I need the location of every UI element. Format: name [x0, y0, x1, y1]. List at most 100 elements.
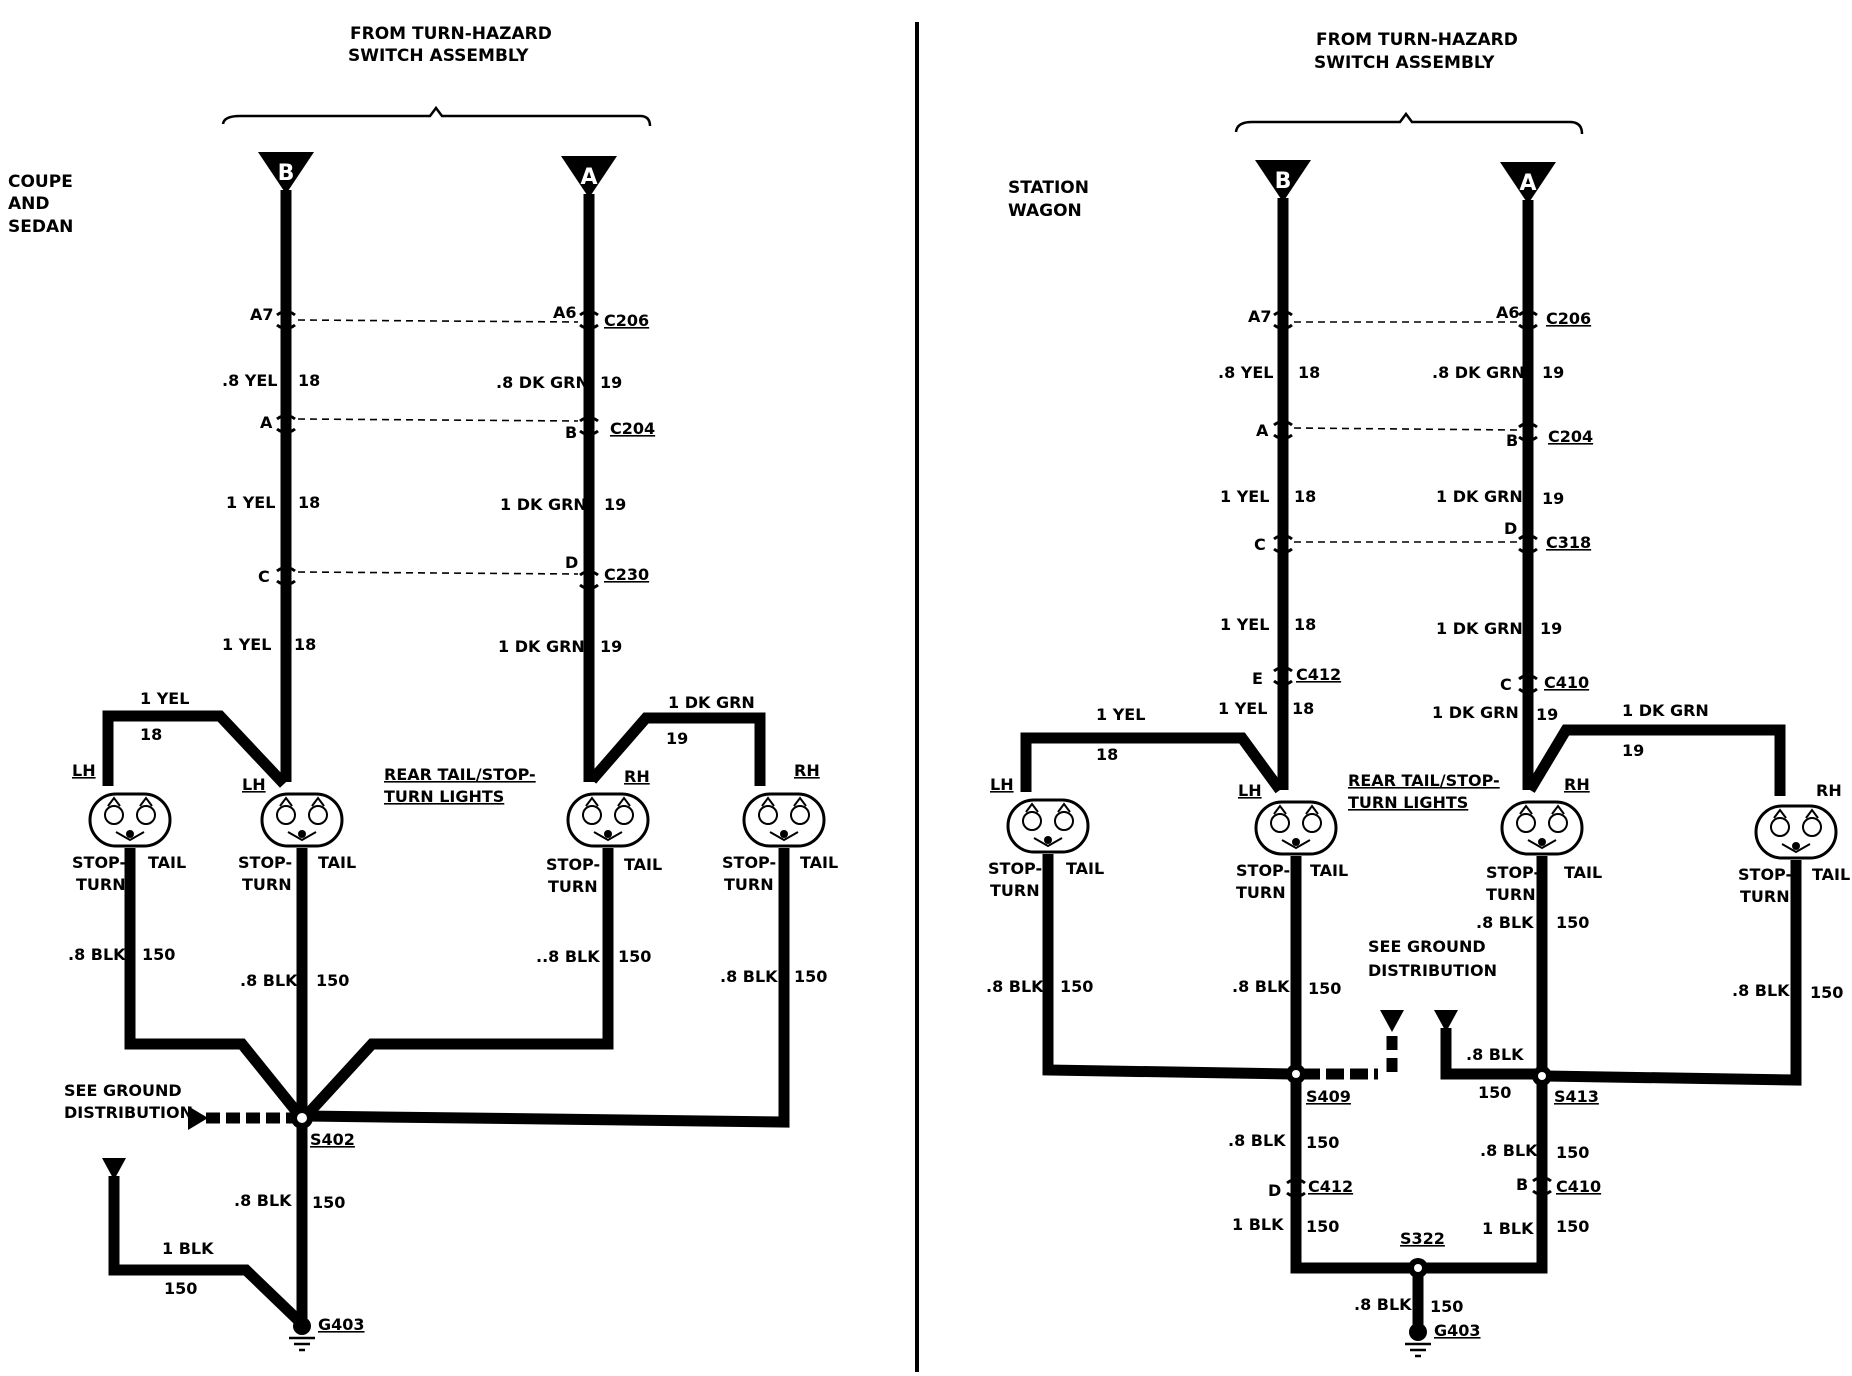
wire-label: 1 DK GRN	[1436, 487, 1523, 506]
terminal-b	[258, 152, 314, 194]
lamps-label-line1: REAR TAIL/STOP-	[1348, 771, 1500, 790]
lamp-pin-label: STOP-	[722, 853, 776, 872]
pin-d: D	[565, 553, 578, 572]
ground-wire-1	[124, 848, 305, 1120]
wire-number: 150	[164, 1279, 197, 1298]
ground-arrow-left	[1380, 1010, 1404, 1032]
lamps-label-line2: TURN LIGHTS	[1348, 793, 1468, 812]
pin-a: A	[1256, 421, 1269, 440]
wire-label: .8 YEL	[222, 371, 278, 390]
ground-dist-arrow	[188, 1106, 208, 1130]
wire-label: .8 BLK	[240, 971, 298, 990]
wire-label: 1 YEL	[226, 493, 275, 512]
body-label-line2: WAGON	[1008, 201, 1082, 221]
wire-label: .8 BLK	[986, 977, 1044, 996]
lamp-lh-label: LH	[990, 775, 1014, 794]
ground-g403-point	[293, 1317, 311, 1335]
wire-number: 19	[604, 495, 626, 514]
connector-c412: C412	[1296, 665, 1341, 684]
wire-label: 1 DK GRN	[1436, 619, 1523, 638]
lamp-pin-label: TAIL	[1066, 859, 1104, 878]
source-brace	[1234, 111, 1584, 135]
lamp-rh-label: RH	[1816, 781, 1842, 800]
wire-number: 150	[1478, 1083, 1511, 1102]
ground-wire-3	[301, 848, 614, 1120]
pin-a6: A6	[553, 303, 577, 322]
wire-number: 18	[1294, 615, 1316, 634]
lamp-lh-label: LH	[242, 775, 266, 794]
source-label-line1: FROM TURN-HAZARD	[350, 24, 552, 44]
ground-dist-label-line1: SEE GROUND	[1368, 937, 1486, 956]
wire-label: .8 BLK	[1466, 1045, 1524, 1064]
terminal-b-label: B	[1275, 169, 1292, 194]
source-label-line2: SWITCH ASSEMBLY	[348, 46, 529, 66]
lamp-pin-label: TURN	[1486, 885, 1536, 904]
wire-number: 150	[1306, 1217, 1339, 1236]
wire-number: 150	[618, 947, 651, 966]
connector-c204: C204	[1548, 427, 1593, 446]
wire-label: .8 BLK	[68, 945, 126, 964]
connector-c410: C410	[1544, 673, 1589, 692]
splice-s409-label: S409	[1306, 1087, 1351, 1106]
wire-number: 18	[294, 635, 316, 654]
body-label-line2: AND	[8, 194, 50, 214]
splice-s413-label: S413	[1554, 1087, 1599, 1106]
pin-a6: A6	[1496, 303, 1520, 322]
lamp-pin-label: TURN	[548, 877, 598, 896]
ground-g403-point	[1409, 1323, 1427, 1341]
wire-number: 18	[298, 493, 320, 512]
lamp-lh-inner	[1254, 800, 1338, 856]
wire-number: 150	[1810, 983, 1843, 1002]
wire-number: 18	[298, 371, 320, 390]
lamp-pin-label: TURN	[1236, 883, 1286, 902]
wire-label: .8 DK GRN	[496, 373, 589, 392]
lamp-pin-label: TAIL	[318, 853, 356, 872]
pin-c: C	[1254, 535, 1266, 554]
body-label-line1: COUPE	[8, 172, 73, 192]
lamp-pin-label: STOP-	[1236, 861, 1290, 880]
c230-dash	[297, 571, 579, 575]
wire-number: 18	[1294, 487, 1316, 506]
wire-number: 150	[1306, 1133, 1339, 1152]
ground-arrow-right	[1434, 1010, 1458, 1032]
wire-label: .8 BLK	[1232, 977, 1290, 996]
terminal-b-label: B	[278, 161, 295, 186]
lamp-pin-label: TURN	[76, 875, 126, 894]
wire-number: 150	[794, 967, 827, 986]
wire-label: .8 BLK	[1732, 981, 1790, 1000]
connector-c206: C206	[604, 311, 649, 330]
wire-label: 1 BLK	[1482, 1219, 1534, 1238]
ground-dist-label-line1: SEE GROUND	[64, 1081, 182, 1100]
pin-c2: C	[1500, 675, 1512, 694]
wire-label: 1 DK GRN	[668, 693, 755, 712]
lamp-rh-outer	[1754, 804, 1838, 860]
wire-number: 19	[1622, 741, 1644, 760]
wire-number: 150	[1430, 1297, 1463, 1316]
wire-number: 150	[1556, 1217, 1589, 1236]
lamp-pin-label: STOP-	[72, 853, 126, 872]
lamp-pin-label: TAIL	[1812, 865, 1850, 884]
ground-right-stub	[1440, 1028, 1536, 1080]
wire-number: 19	[1542, 363, 1564, 382]
terminal-a	[561, 156, 617, 198]
lamp-pin-label: TURN	[724, 875, 774, 894]
coupe-sedan-panel: FROM TURN-HAZARD SWITCH ASSEMBLY COUPE A…	[8, 24, 838, 1352]
lamp-rh-label: RH	[624, 767, 650, 786]
lamp-rh-outer	[742, 792, 826, 848]
wire-label: ..8 BLK	[536, 947, 600, 966]
c204-dash	[297, 418, 579, 422]
source-label-line2: SWITCH ASSEMBLY	[1314, 53, 1495, 73]
wire-number: 19	[600, 373, 622, 392]
pin-a: A	[260, 413, 273, 432]
wire-number: 150	[316, 971, 349, 990]
lamp-lh-label: LH	[1238, 781, 1262, 800]
splice-s402-label: S402	[310, 1130, 355, 1149]
wire-number: 150	[1556, 1143, 1589, 1162]
lamp-pin-label: TAIL	[624, 855, 662, 874]
wire-label: .8 BLK	[720, 967, 778, 986]
ground-symbol-icon	[287, 1336, 317, 1352]
lamp-pin-label: TURN	[242, 875, 292, 894]
ground-wire-4	[1545, 860, 1802, 1086]
wire-number: 150	[312, 1193, 345, 1212]
